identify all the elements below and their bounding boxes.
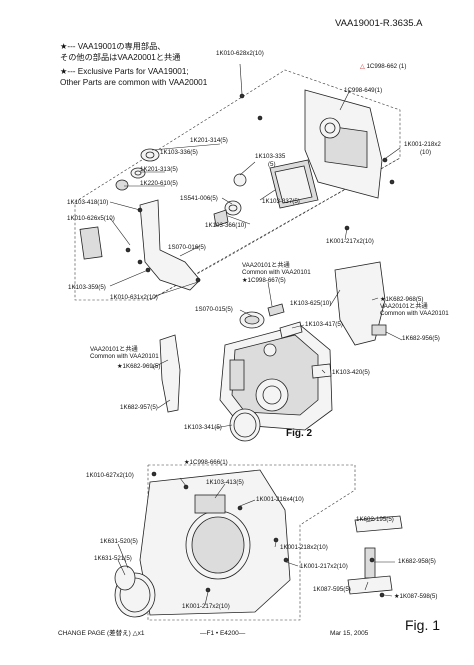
part-label: 1S070-015(5) — [195, 306, 233, 313]
legend-line-3: ★--- Exclusive Parts for VAA19001; — [60, 67, 189, 76]
common-note-en: Common with VAA20101 — [90, 353, 159, 360]
part-label: 1K682-957(5) — [120, 404, 158, 411]
left-side-bracket-part — [159, 334, 181, 413]
common-note-en: Common with VAA20101 — [242, 269, 311, 276]
front-cover-part — [139, 469, 291, 616]
figure-2-label: Fig. 2 — [286, 428, 313, 439]
part-label-exclusive: ★1K682-968(5) — [380, 296, 424, 303]
lcd-panel-part — [269, 159, 319, 209]
part-label: 1K001-216x4(10) — [256, 496, 304, 503]
small-plate-part — [213, 209, 229, 227]
part-label-exclusive: ★1K087-598(5) — [394, 593, 438, 600]
part-label: 1K010-631x2(10) — [110, 294, 158, 301]
ring-part-520 — [114, 565, 136, 591]
part-label: 1K001-218x2 — [404, 141, 441, 148]
gear-part-2 — [130, 167, 146, 179]
rear-frame-part — [304, 89, 383, 199]
common-note-en: Common with VAA20101 — [380, 310, 449, 317]
common-note-jp: VAA20101と共通 — [380, 303, 428, 310]
part-label: (5) — [268, 161, 276, 168]
upper-group-outline — [74, 69, 401, 301]
part-label: 1K201-314(5) — [190, 137, 228, 144]
disc-part — [233, 173, 247, 187]
tape-part — [279, 321, 303, 339]
figure-1-label: Fig. 1 — [405, 617, 441, 633]
part-label: 1K001-217x2(10) — [326, 238, 374, 245]
leader-lines — [109, 63, 403, 606]
part-label: 1K103-341(5) — [184, 424, 222, 431]
part-label: 1K602-195(5) — [356, 516, 394, 523]
part-label: 1C998-662 (1) — [366, 63, 407, 70]
change-page-note: CHANGE PAGE (差替え) △x1 — [58, 630, 145, 637]
part-label: 1K087-595(5) — [313, 586, 351, 593]
part-label: 1K001-218x2(10) — [280, 544, 328, 551]
part-label: 1K001-217x2(10) — [300, 563, 348, 570]
lens-ring-part — [229, 408, 261, 442]
part-label-exclusive: ★1C998-666(1) — [184, 459, 228, 466]
part-label: 1K010-626x5(10) — [67, 215, 115, 222]
page-number: —F1 • E4200— — [200, 630, 246, 637]
legend-line-4: Other Parts are common with VAA20001 — [60, 78, 208, 87]
screws-lower — [151, 471, 385, 598]
part-label: 1K010-628x2(10) — [216, 50, 264, 57]
part-label-exclusive: ★1C998-667(5) — [242, 277, 286, 284]
main-chassis-part — [219, 324, 333, 431]
legend-line-2: その他の部品はVAA20001と共通 — [60, 53, 181, 62]
lower-group-outline — [147, 464, 356, 621]
battery-cover-part — [239, 311, 265, 329]
document-id: VAA19001-R.3635.A — [335, 18, 423, 29]
upper-group-outline-inner — [149, 157, 401, 301]
slider-assembly-part — [347, 515, 403, 595]
part-label: 1K682-956(5) — [402, 335, 440, 342]
part-label: 1K631-520(5) — [100, 538, 138, 545]
right-bracket-part — [334, 261, 387, 346]
common-note-jp: VAA20101と共通 — [242, 262, 290, 269]
common-note-jp: VAA20101と共通 — [90, 346, 138, 353]
part-label: 1K103-337(5) — [262, 198, 300, 205]
part-label: 1K631-521(5) — [94, 555, 132, 562]
legend-line-1: ★--- VAA19001の専用部品、 — [60, 42, 166, 51]
knob-part — [115, 179, 129, 191]
screws-upper — [125, 93, 395, 283]
part-label: (10) — [420, 149, 432, 156]
part-label: 1K103-413(5) — [206, 479, 244, 486]
part-label: 1K103-417(5) — [305, 321, 343, 328]
plate-part-420 — [311, 363, 332, 379]
part-label: 1K103-359(5) — [68, 284, 106, 291]
part-label: 1K103-336(5) — [160, 149, 198, 156]
gear-part-1 — [140, 148, 160, 162]
part-label-changed: △ 1C998-662 (1) — [360, 63, 407, 70]
part-label: 1K103-418(10) — [67, 199, 109, 206]
part-label: 1K001-217x2(10) — [182, 603, 230, 610]
part-label: 1K103-366(10) — [205, 222, 247, 229]
small-clip-part — [267, 303, 285, 317]
part-label: 1K103-420(5) — [332, 369, 370, 376]
part-label: 1C998-649(1) — [344, 87, 383, 94]
revision-date: Mar 15, 2005 — [330, 630, 369, 637]
part-label: 1K220-610(5) — [140, 180, 178, 187]
part-label: 1K201-313(5) — [140, 166, 178, 173]
part-label-exclusive: ★1K682-969(5) — [117, 363, 161, 370]
part-label: 1S070-016(5) — [168, 244, 206, 251]
part-label: 1K103-335 — [255, 153, 286, 160]
part-label: 1K103-625(10) — [290, 300, 332, 307]
ring-part — [224, 200, 242, 216]
part-label: 1K010-627x2(10) — [86, 472, 134, 479]
part-label: 1S541-006(5) — [180, 195, 218, 202]
part-label: 1K682-958(5) — [398, 558, 436, 565]
